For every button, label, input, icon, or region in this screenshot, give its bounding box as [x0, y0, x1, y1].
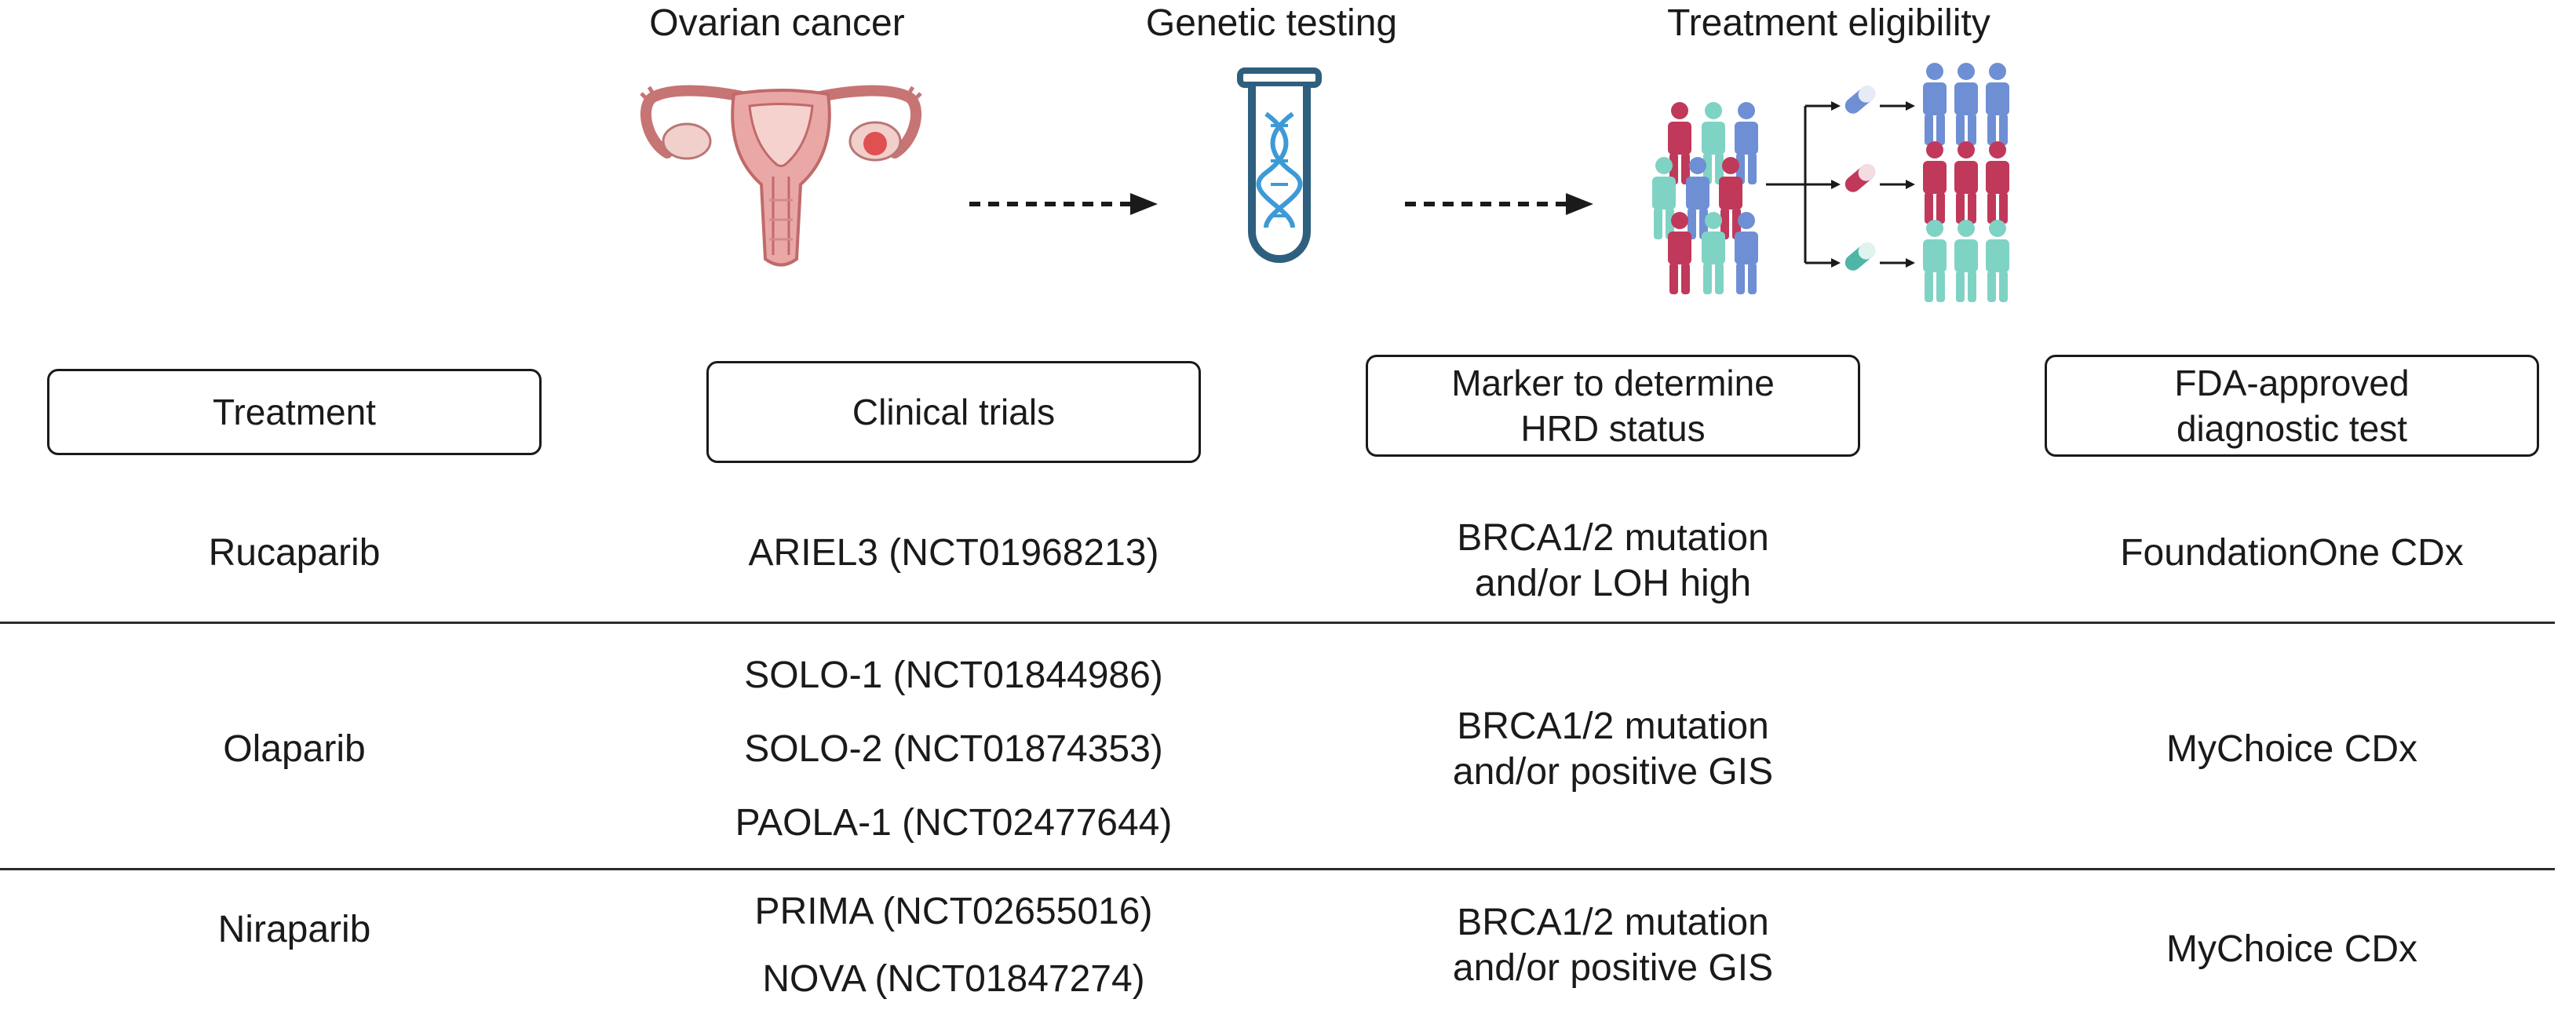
row-niraparib-marker: BRCA1/2 mutation and/or positive GIS	[1366, 887, 1860, 1005]
column-header-text: HRD status	[1520, 408, 1706, 449]
column-header-diagnostic-test: FDA-approved diagnostic test	[2045, 355, 2539, 457]
step-label-genetic-testing: Genetic testing	[1145, 2, 1398, 44]
row-niraparib-trials: PRIMA (NCT02655016) NOVA (NCT01847274)	[706, 879, 1201, 1012]
column-header-treatment: Treatment	[47, 369, 542, 455]
row-niraparib-treatment: Niraparib	[217, 909, 371, 950]
dna-test-tube-icon	[1237, 67, 1322, 263]
marker-line: and/or positive GIS	[1452, 751, 1774, 793]
row-olaparib-trials: SOLO-1 (NCT01844986) SOLO-2 (NCT01874353…	[706, 636, 1201, 863]
column-header-text: Treatment	[213, 392, 376, 432]
marker-line: BRCA1/2 mutation	[1457, 517, 1769, 559]
marker-line: and/or positive GIS	[1452, 947, 1774, 989]
column-header-text: diagnostic test	[2176, 408, 2408, 449]
flow-arrow-2	[1405, 193, 1593, 215]
marker-line: BRCA1/2 mutation	[1457, 706, 1769, 747]
step-label-treatment-eligibility: Treatment eligibility	[1667, 2, 1990, 44]
row-rucaparib-trials: ARIEL3 (NCT01968213)	[706, 502, 1201, 604]
column-header-marker: Marker to determine HRD status	[1366, 355, 1860, 457]
row-rucaparib-marker: BRCA1/2 mutation and/or LOH high	[1366, 502, 1860, 620]
column-header-clinical-trials: Clinical trials	[706, 361, 1201, 463]
trial-entry: PRIMA (NCT02655016)	[754, 891, 1153, 932]
column-header-text: Marker to determine	[1451, 363, 1775, 403]
flow-arrow-1	[969, 193, 1158, 215]
row-rucaparib-test: FoundationOne CDx	[2120, 532, 2464, 574]
row-niraparib-test: MyChoice CDx	[2166, 928, 2418, 970]
row-olaparib-treatment: Olaparib	[223, 728, 366, 770]
row-divider-2	[0, 868, 2555, 870]
row-divider-1	[0, 622, 2555, 624]
patient-stratification-icon	[1652, 63, 2009, 302]
marker-line: and/or LOH high	[1474, 563, 1752, 604]
trial-entry: PAOLA-1 (NCT02477644)	[735, 802, 1173, 844]
trial-entry: SOLO-1 (NCT01844986)	[744, 655, 1163, 696]
trial-entry: SOLO-2 (NCT01874353)	[744, 728, 1163, 770]
trial-entry: NOVA (NCT01847274)	[762, 958, 1145, 1000]
uterus-ovary-tumor-icon	[640, 85, 922, 267]
trial-entry: ARIEL3 (NCT01968213)	[748, 532, 1159, 574]
row-olaparib-test: MyChoice CDx	[2166, 728, 2418, 770]
row-olaparib-marker: BRCA1/2 mutation and/or positive GIS	[1366, 636, 1860, 863]
step-label-ovarian-cancer: Ovarian cancer	[649, 2, 905, 44]
row-rucaparib-treatment: Rucaparib	[208, 532, 381, 574]
column-header-text: Clinical trials	[852, 392, 1056, 432]
column-header-text: FDA-approved	[2174, 363, 2410, 403]
marker-line: BRCA1/2 mutation	[1457, 902, 1769, 943]
